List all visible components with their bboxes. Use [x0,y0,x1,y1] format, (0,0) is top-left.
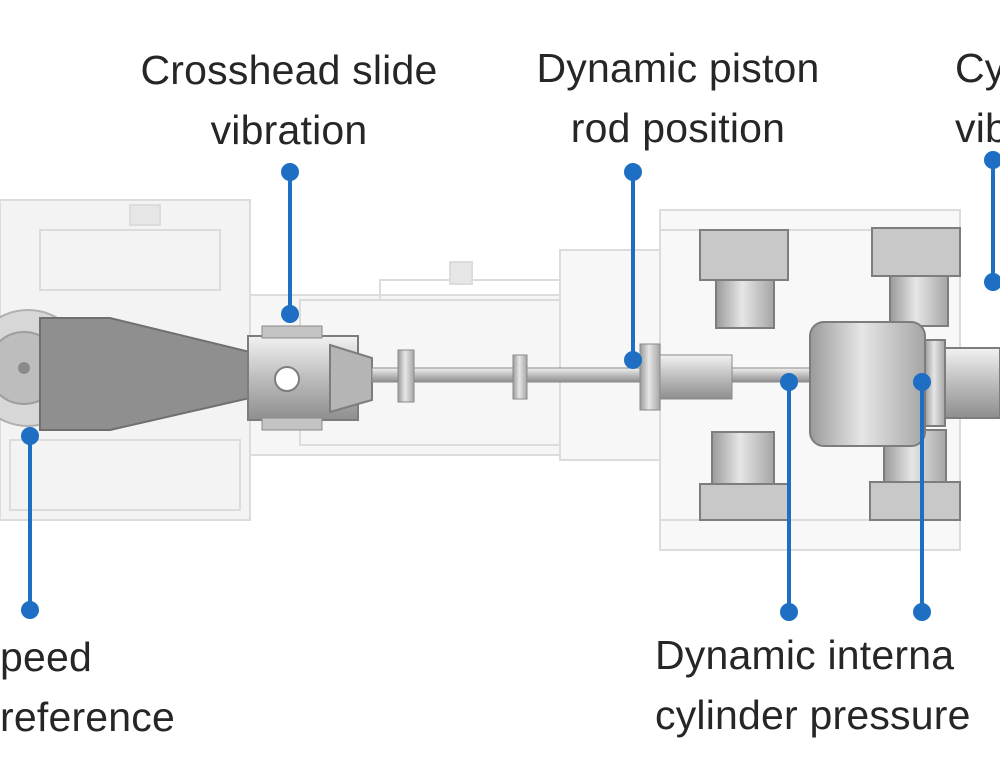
compressor-cylinder [809,321,1000,447]
label-line: Dynamic interna [655,632,955,678]
label-dynamic-piston-rod-position: Dynamic piston rod position [536,38,819,158]
crosshead [247,325,373,431]
leader-cylinder-vibration [984,151,1000,291]
leader-piston-rod [624,163,642,369]
leader-lines [21,151,1000,621]
leader-internal-pressure [913,373,931,621]
piston-rod [371,343,843,411]
label-crosshead-slide-vibration: Crosshead slide vibration [141,40,438,160]
leader-speed [21,427,39,619]
label-dynamic-internal-cylinder-pressure: Dynamic interna cylinder pressure [655,625,971,745]
label-line: cylinder pressure [655,692,971,738]
leader-rod-pressure [780,373,798,621]
lower-valves [699,429,961,521]
label-cylinder-vibration: Cy vib [955,38,1000,158]
label-line: vibration [210,107,368,153]
upper-valves [699,227,961,329]
label-line: Dynamic piston [536,45,820,91]
label-line: Crosshead slide [140,47,438,93]
label-line: peed [0,634,93,680]
label-line: reference [0,694,176,740]
leader-crosshead [281,163,299,323]
label-line: Cy [955,45,1000,91]
label-speed-reference: peed reference [0,627,175,747]
label-line: rod position [570,105,786,151]
label-line: vib [955,105,1000,151]
